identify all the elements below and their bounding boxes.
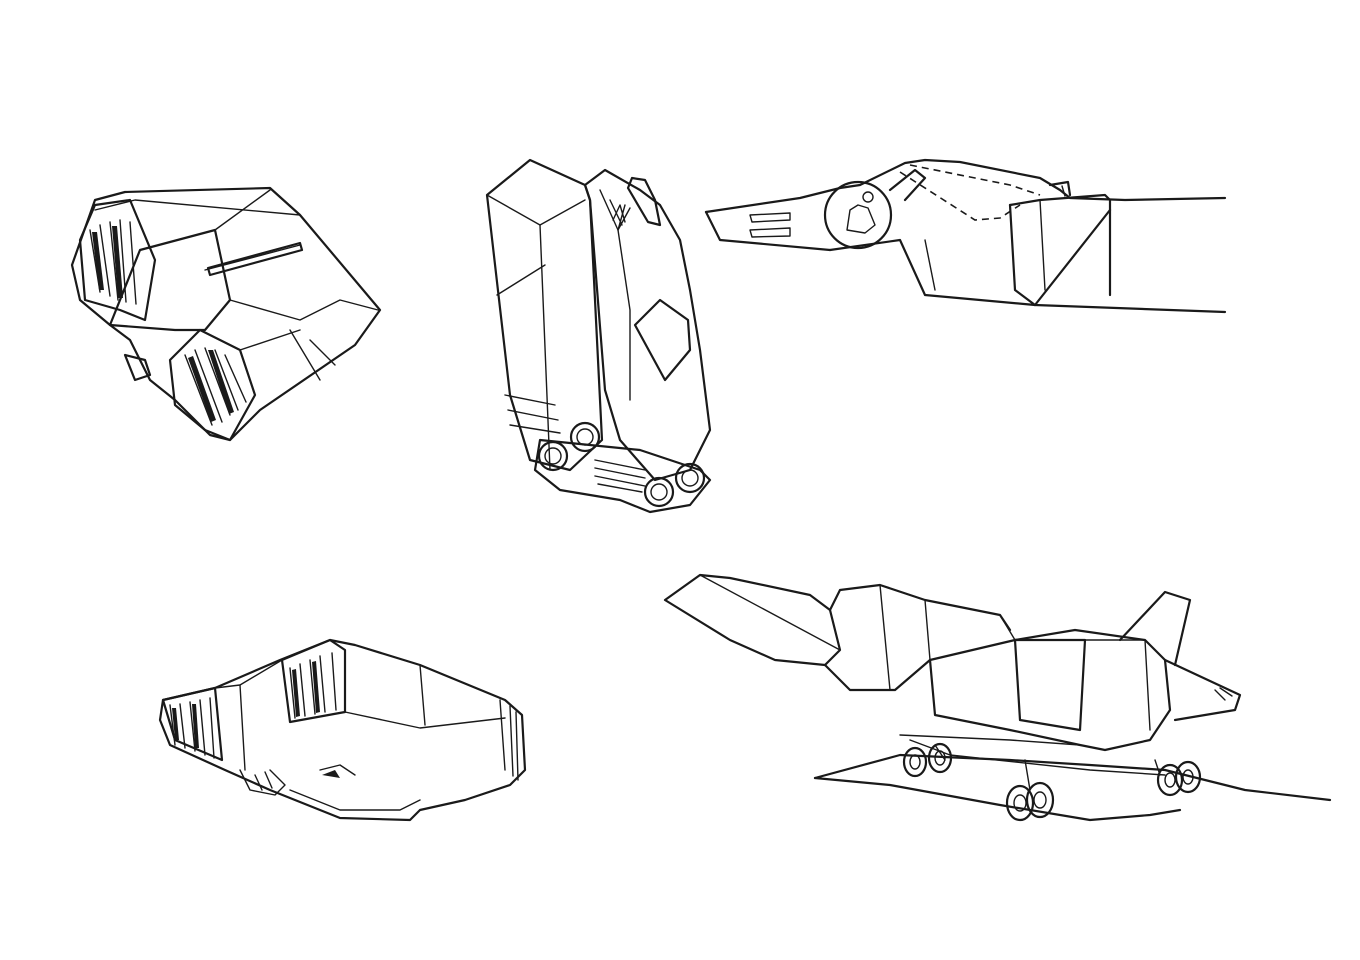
aircraft-landing-gear-view bbox=[663, 573, 1332, 822]
intake-module-top-view bbox=[70, 186, 382, 442]
intake-module-side-view bbox=[158, 638, 527, 822]
aircraft-cockpit-cutaway bbox=[704, 158, 1227, 314]
thruster-pack-rear-view bbox=[485, 158, 712, 514]
